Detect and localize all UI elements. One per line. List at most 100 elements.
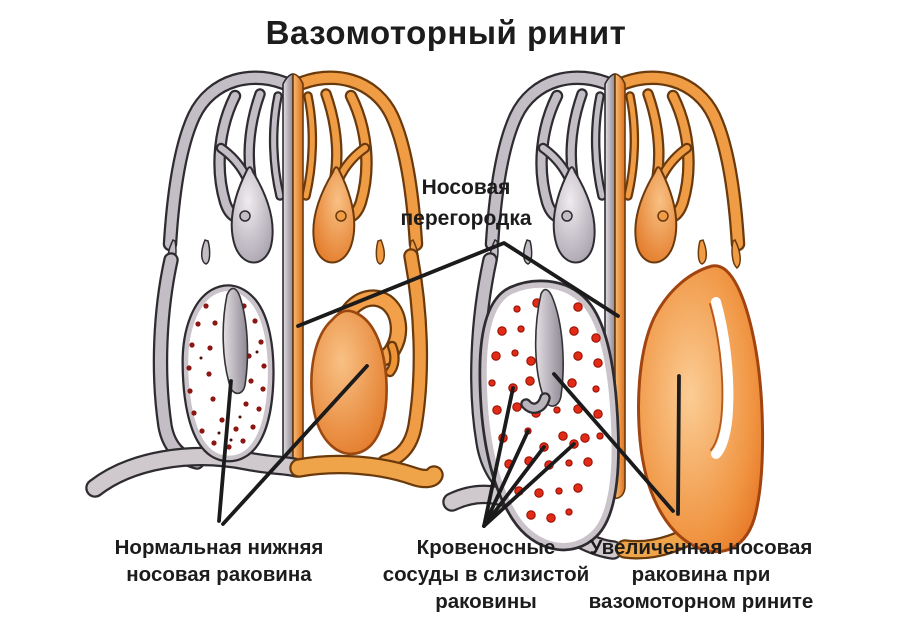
pointer-blood-vessel (482, 445, 546, 528)
blood-vessel-dot (261, 363, 267, 369)
blood-vessel-dot (525, 376, 535, 386)
blood-vessel-dot (258, 339, 264, 345)
label-line: сосуды в слизистой (382, 563, 590, 586)
concha-body (310, 309, 388, 456)
blood-vessel-dot (233, 426, 239, 432)
septum-orange-half (292, 73, 304, 473)
label-blood-vessels-mucosa: Кровеносные сосуды в слизистой раковины (383, 534, 590, 615)
page-title: Вазомоторный ринит (265, 14, 627, 51)
drip (375, 239, 385, 265)
label-line: Увеличенная носовая (589, 536, 813, 559)
nasal-septum-shape (282, 73, 304, 473)
inferior-concha-normal-orange (310, 289, 408, 456)
blood-vessel-dot (596, 432, 604, 440)
concha-tail-body (387, 343, 398, 375)
figure-rhinitis-nasal-cavity (442, 70, 765, 560)
blood-vessel-dot (255, 350, 259, 354)
blood-vessel-dot (517, 325, 525, 333)
blood-vessel-dot (567, 378, 577, 388)
drip-teardrop (634, 166, 678, 264)
blood-vessel-dot (565, 459, 573, 467)
floor-orange-body (291, 457, 442, 486)
blood-vessel-dot (497, 326, 507, 336)
blood-vessel-dot (491, 351, 501, 361)
septum-orange-half (614, 73, 626, 499)
pointer-blood-vessel (482, 386, 515, 528)
drip (731, 238, 741, 269)
concha-body (637, 264, 765, 554)
blood-vessel-dot (546, 513, 556, 523)
drip (239, 210, 251, 222)
blood-vessel-dot (558, 431, 568, 441)
blood-vessel-dot (238, 415, 242, 419)
pointer-blood-vessel (482, 429, 530, 528)
blood-vessel-dot (211, 440, 217, 446)
arch-body (487, 72, 618, 249)
pointer-normal-orange-concha (221, 364, 369, 526)
drip (201, 239, 211, 265)
blood-vessel-dot (212, 320, 218, 326)
label-line: раковины (435, 590, 537, 613)
airway-slit (711, 297, 734, 459)
label-nasal-septum: Носовая перегородка (400, 172, 531, 234)
blood-vessel-dot (210, 396, 216, 402)
blood-vessel-dot (203, 303, 209, 309)
blood-vessel-dot (555, 487, 563, 495)
concha-bone-tongue (222, 287, 249, 395)
upper-conchae-orange (287, 70, 424, 269)
label-line: Нормальная нижняя (114, 536, 324, 559)
blood-vessel-dot (512, 402, 522, 412)
pointer-enlarged-orange-concha (676, 374, 681, 516)
pointer-lines (217, 241, 681, 528)
airway-slit-edge (709, 303, 724, 451)
drip (657, 210, 669, 222)
blood-vessel-dot (260, 386, 266, 392)
upper-conchae-orange (609, 70, 746, 269)
drip-teardrop (312, 166, 356, 264)
label-line: вазомоторном рините (588, 590, 814, 613)
blood-vessel-dot (580, 433, 590, 443)
blood-vessel-dot (243, 401, 249, 407)
label-line: носовая раковина (126, 563, 312, 586)
blood-vessel-dot (565, 508, 573, 516)
branch-body (303, 93, 315, 199)
upper-conchae-gray (484, 70, 621, 269)
label-line: раковина при (631, 563, 771, 586)
drip (697, 239, 707, 265)
blood-vessel-dot (593, 358, 603, 368)
inferior-concha-enlarged-orange (637, 264, 765, 554)
blood-vessel-dot (573, 483, 583, 493)
pointer-blood-vessel (482, 442, 576, 528)
blood-vessel-dot (195, 321, 201, 327)
blood-vessel-dot (492, 405, 502, 415)
drip-teardrop (552, 166, 596, 264)
drip (561, 210, 573, 222)
blood-vessel-dot (207, 345, 213, 351)
blood-vessel-dot (511, 349, 519, 357)
pointer-normal-gray-concha (217, 379, 233, 523)
upper-conchae-gray (162, 70, 299, 269)
blood-vessel-dot (206, 371, 212, 377)
blood-vessel-dot (250, 424, 256, 430)
blood-vessel-dot (252, 318, 258, 324)
blood-vessel-dot (591, 333, 601, 343)
blood-vessel-dot (534, 488, 544, 498)
branch-body (593, 93, 605, 199)
septum-gray-half (282, 73, 294, 473)
pointer-enlarged-gray-concha (552, 372, 675, 513)
figure-normal-nasal-cavity (85, 70, 444, 498)
blood-vessel-dot (248, 378, 254, 384)
arch-body (612, 72, 743, 249)
blood-vessel-dot (583, 457, 593, 467)
label-normal-inferior-concha: Нормальная нижняя носовая раковина (115, 534, 324, 588)
blood-vessel-dot (189, 342, 195, 348)
blood-vessel-dot (526, 356, 536, 366)
blood-vessel-dot (592, 385, 600, 393)
wall-orange-body (379, 250, 426, 468)
arch-body (165, 72, 296, 249)
blood-vessel-dot (187, 388, 193, 394)
blood-vessel-dot (217, 431, 221, 435)
blood-vessel-dot (226, 444, 232, 450)
